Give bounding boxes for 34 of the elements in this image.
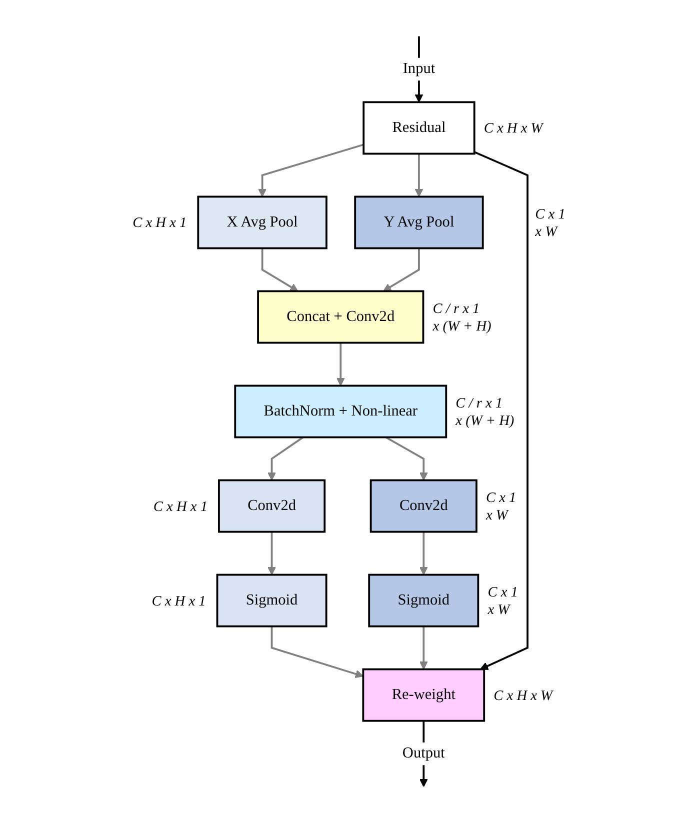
node-box: Conv2d (370, 479, 478, 533)
node-box: X Avg Pool (197, 196, 328, 250)
arrow (414, 154, 424, 198)
dimension-label: C x 1 x W (488, 584, 518, 618)
dimension-label: C x H x W (484, 120, 543, 137)
edge-label: Output (402, 745, 445, 762)
dimension-label: C x H x 1 (132, 215, 187, 232)
arrow (258, 144, 364, 198)
node-box: BatchNorm + Non-linear (234, 384, 448, 438)
node-box: Y Avg Pool (354, 196, 484, 250)
node-box: Residual (362, 101, 476, 155)
arrow (382, 248, 420, 292)
arrow (270, 626, 364, 678)
dimension-label: C x H x 1 (152, 593, 206, 610)
arrow (261, 248, 298, 292)
arrow (474, 151, 528, 670)
node-box: Concat + Conv2d (257, 290, 424, 344)
arrow (385, 436, 428, 481)
dimension-label: C x 1 x W (535, 206, 566, 240)
arrow (268, 436, 304, 481)
dimension-label: C x 1 x W (486, 490, 516, 524)
dimension-label: C x H x W (494, 688, 552, 704)
node-box: Sigmoid (368, 574, 480, 628)
node-box: Sigmoid (216, 574, 328, 628)
edge-label: Input (402, 60, 436, 77)
arrow (419, 532, 428, 576)
dimension-label: C / r x 1 x (W + H) (456, 396, 514, 429)
arrow (419, 626, 428, 670)
dimension-label: C / r x 1 x (W + H) (432, 301, 492, 334)
dimension-label: C x H x 1 (153, 498, 208, 515)
node-box: Conv2d (218, 479, 326, 533)
arrow (336, 342, 345, 386)
node-box: Re-weight (362, 668, 486, 722)
arrow (268, 532, 276, 576)
